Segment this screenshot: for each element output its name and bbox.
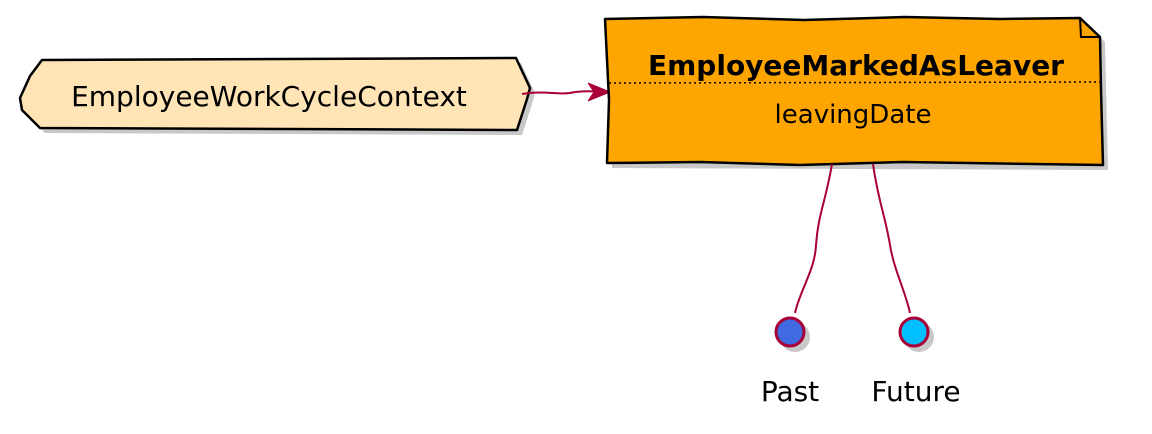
event-note[interactable]: EmployeeMarkedAsLeaver leavingDate bbox=[603, 15, 1108, 170]
interface-past[interactable]: Past bbox=[761, 316, 819, 408]
context-node-label: EmployeeWorkCycleContext bbox=[71, 80, 467, 113]
event-to-future-connector bbox=[872, 163, 911, 314]
interface-future-circle bbox=[898, 316, 930, 348]
event-note-divider bbox=[608, 81, 1101, 84]
interface-past-circle bbox=[774, 316, 806, 348]
interface-past-label: Past bbox=[761, 375, 819, 408]
event-note-title: EmployeeMarkedAsLeaver bbox=[648, 49, 1064, 82]
event-note-field: leavingDate bbox=[775, 100, 932, 130]
event-to-past-connector bbox=[794, 163, 833, 314]
event-note-corner-fold bbox=[1079, 17, 1100, 38]
interface-future[interactable]: Future bbox=[871, 316, 961, 408]
event-note-shape bbox=[603, 15, 1105, 167]
interface-future-label: Future bbox=[871, 375, 960, 408]
context-to-event-arrow bbox=[521, 91, 608, 94]
context-node[interactable]: EmployeeWorkCycleContext bbox=[18, 56, 535, 135]
context-node-shape bbox=[18, 56, 532, 132]
